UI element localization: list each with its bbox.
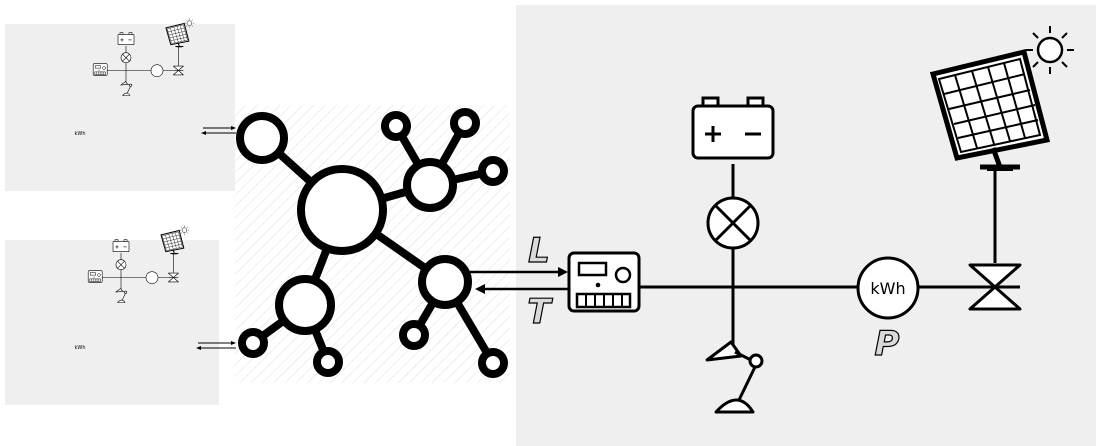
mini-meter-unit-label-top: kWh (74, 131, 85, 137)
meter-label-p: P (875, 324, 900, 364)
mini-meter-unit-label-bottom: kWh (74, 345, 85, 351)
arrows-bottom (196, 341, 236, 350)
main-house-node: kWh P (569, 26, 1074, 412)
arrows-main (470, 267, 570, 294)
arrow-label-l: L (528, 231, 550, 271)
network-hub-icon (236, 108, 508, 378)
house-panel-bottom (5, 240, 219, 405)
house-panel-top (5, 24, 235, 191)
arrow-label-t: T (527, 292, 553, 332)
arrows-top (201, 126, 236, 135)
meter-unit-label: kWh (870, 279, 905, 298)
